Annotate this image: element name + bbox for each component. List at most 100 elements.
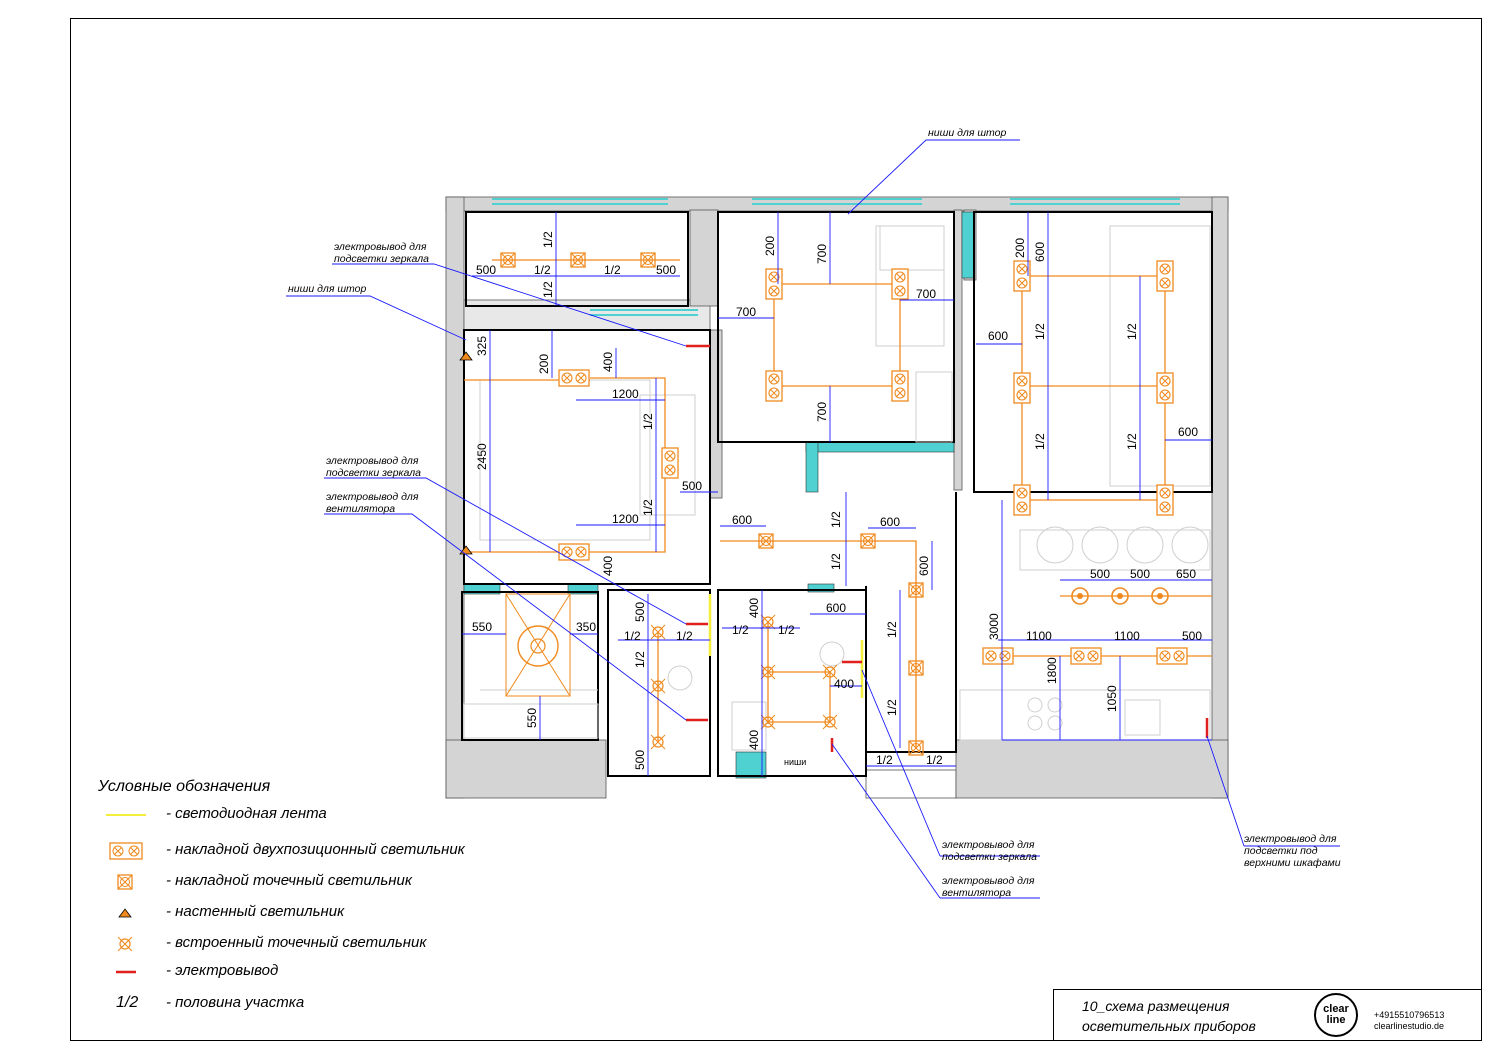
note-curtain-niche-top: ниши для штор: [928, 127, 1007, 139]
dim-label: 3000: [987, 613, 1001, 640]
dim-label: 600: [988, 329, 1008, 343]
dim-label: 400: [747, 730, 761, 750]
dim-label: 200: [1013, 238, 1027, 258]
dim-label: 1/2: [1125, 323, 1139, 340]
dim-label: 1/2: [676, 629, 693, 643]
legend-label: - настенный светильник: [166, 903, 345, 920]
wall-light-icon: [118, 908, 132, 918]
sheet-title-line: осветительных приборов: [1082, 1018, 1256, 1034]
dim-label: 600: [732, 513, 752, 527]
dim-label: 500: [1090, 567, 1110, 581]
wiring: [464, 259, 1212, 748]
note-mirror-outlet-3: электровывод для: [942, 839, 1035, 851]
dim-label: 1/2: [541, 281, 555, 298]
legend-label: - накладной точечный светильник: [166, 872, 412, 889]
dim-label: 700: [916, 287, 936, 301]
windows: [492, 198, 1180, 316]
dim-label: 1/2: [641, 499, 655, 516]
recessed-spot-icon: [117, 936, 133, 952]
dim-label: 600: [880, 515, 900, 529]
dim-label: 400: [834, 677, 854, 691]
dim-label: 600: [826, 601, 846, 615]
dim-label: 600: [1033, 242, 1047, 262]
note-mirror-outlet-1: подсветки зеркала: [334, 253, 429, 265]
room-outlines: [461, 211, 1213, 777]
contact-phone: +4915510796513: [1374, 1010, 1445, 1020]
note-fan-outlet-1: вентилятора: [326, 503, 395, 515]
legend-title: Условные обозначения: [98, 778, 271, 795]
note-fan-outlet-2: электровывод для: [942, 875, 1035, 887]
title-block: 10_схема размещения осветительных прибор…: [1053, 989, 1482, 1041]
dim-label: 1/2: [624, 629, 641, 643]
annotations: ниши для штор ниши для штор электровывод…: [288, 127, 1341, 899]
dim-label: 500: [633, 750, 647, 770]
dim-label: 1050: [1105, 685, 1119, 712]
dim-label: 1/2: [1125, 433, 1139, 450]
dim-label: 500: [656, 263, 676, 277]
dim-label: 2450: [475, 443, 489, 470]
dim-label: 1/2: [829, 553, 843, 570]
dim-label: 500: [1130, 567, 1150, 581]
dim-label: 500: [633, 602, 647, 622]
note-mirror-outlet-1: электровывод для: [334, 241, 427, 253]
dim-label: 650: [1176, 567, 1196, 581]
dim-label: 1/2: [829, 511, 843, 528]
dim-label: 1200: [612, 387, 639, 401]
note-mirror-outlet-3: подсветки зеркала: [942, 851, 1037, 863]
dim-label: 600: [1178, 425, 1198, 439]
note-mirror-outlet-2: подсветки зеркала: [326, 467, 421, 479]
legend-label: - половина участка: [166, 994, 305, 1011]
dim-label: 1/2: [1033, 433, 1047, 450]
dim-label: 1/2: [633, 651, 647, 668]
contact-website: clearlinestudio.de: [1374, 1021, 1445, 1031]
dim-label: 1/2: [926, 753, 943, 767]
dim-label: 1/2: [876, 753, 893, 767]
dim-label: 325: [475, 336, 489, 356]
dim-label: 1/2: [534, 263, 551, 277]
dim-label: 500: [1182, 629, 1202, 643]
logo-text: line: [1326, 1014, 1346, 1026]
sheet-title: 10_схема размещения осветительных прибор…: [1082, 996, 1256, 1036]
legend-label: - электровывод: [166, 962, 279, 979]
dim-label: 1/2: [732, 623, 749, 637]
sheet-title-line: 10_схема размещения: [1082, 998, 1230, 1014]
dim-label: 400: [747, 598, 761, 618]
note-mirror-outlet-2: электровывод для: [326, 455, 419, 467]
dim-label: 1/2: [885, 699, 899, 716]
dim-label: 550: [472, 620, 492, 634]
dim-label: 1/2: [778, 623, 795, 637]
sheet-frame: [70, 18, 1482, 1041]
leader-lines: [286, 139, 1340, 899]
dim-label: 400: [601, 352, 615, 372]
note-cabinet-outlet: электровывод для: [1244, 833, 1337, 845]
dim-label: 1/2: [604, 263, 621, 277]
half-section-symbol: 1/2: [116, 994, 139, 1011]
dim-label: 1/2: [541, 231, 555, 248]
dim-label: 500: [682, 479, 702, 493]
outlet-icon: [116, 970, 136, 974]
dim-label: 700: [815, 402, 829, 422]
note-fan-outlet-2: вентилятора: [942, 887, 1011, 899]
dim-label: 700: [736, 305, 756, 319]
dim-label: 1/2: [885, 621, 899, 638]
dim-label: 200: [537, 354, 551, 374]
dim-label: 500: [476, 263, 496, 277]
note-fan-outlet-1: электровывод для: [326, 491, 419, 503]
led-strip-icon: [106, 814, 146, 816]
legend-label: - встроенный точечный светильник: [166, 934, 427, 951]
dim-label: 1100: [1026, 629, 1052, 643]
dim-label: 200: [763, 236, 777, 256]
wardrobe-light-frame: [505, 593, 571, 697]
dim-label: 350: [576, 620, 596, 634]
furniture: [463, 225, 1211, 751]
legend-label: - накладной двухпозиционный светильник: [166, 841, 465, 858]
dim-label: 1/2: [1033, 323, 1047, 340]
logo-text: clear: [1323, 1003, 1349, 1015]
dim-label: 1/2: [641, 413, 655, 430]
note-curtain-niche-left: ниши для штор: [288, 283, 367, 295]
note-niche-label: ниши: [784, 757, 806, 767]
light-fixtures: [459, 252, 1188, 756]
led-strips: [708, 594, 864, 698]
